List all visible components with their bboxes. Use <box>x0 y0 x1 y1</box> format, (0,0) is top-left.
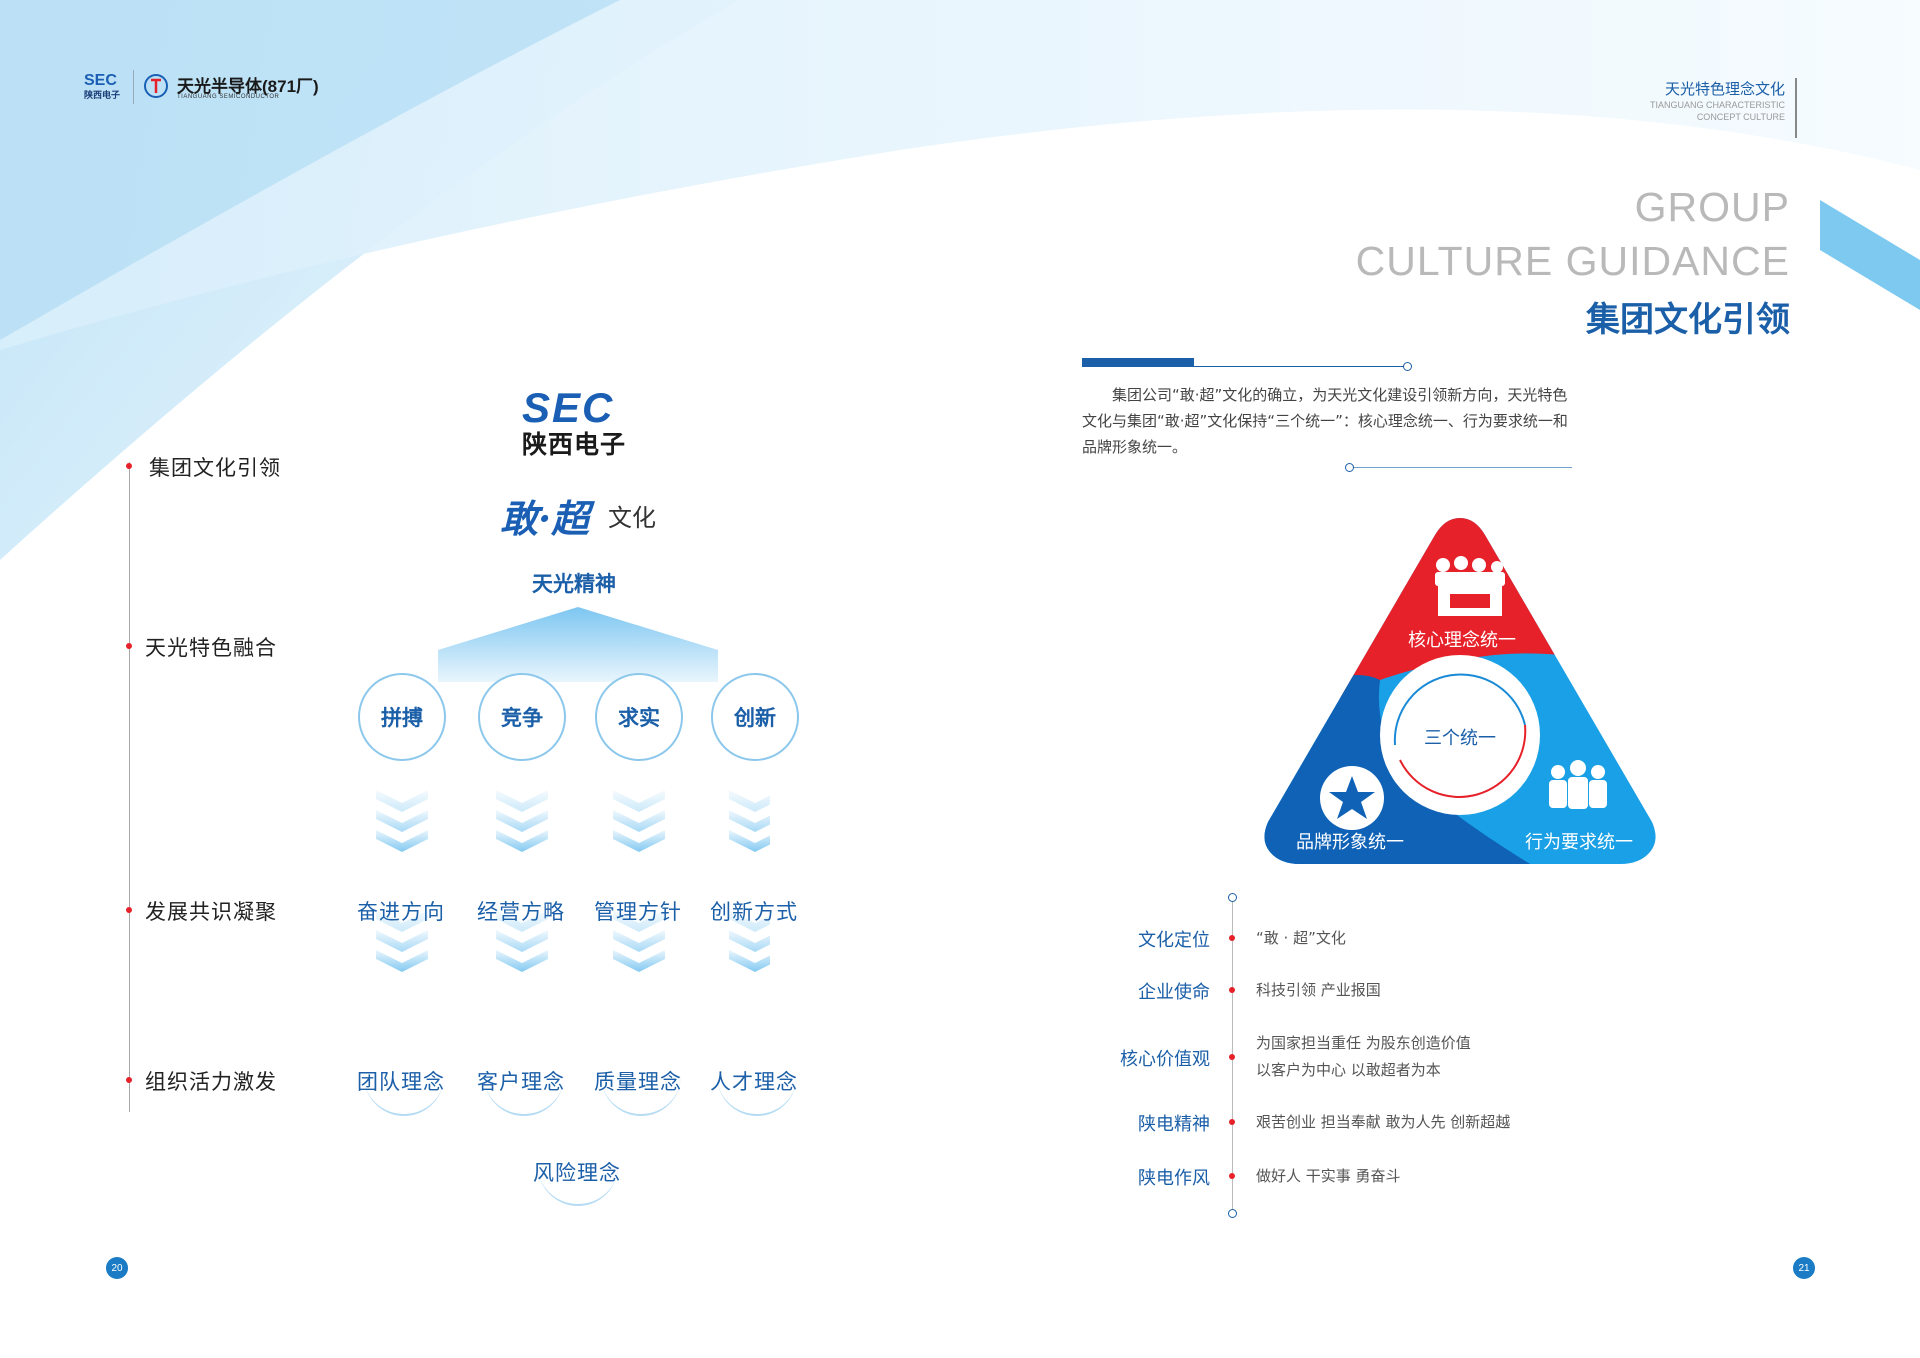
concept-arc <box>364 1036 444 1116</box>
sec-mini-text: SEC <box>84 72 117 89</box>
intro-bottom-line <box>1352 467 1572 468</box>
timeline-label: 集团文化引领 <box>149 456 281 480</box>
gan-chao-suffix: 文化 <box>608 504 656 532</box>
sec-logo-cn: 陕西电子 <box>522 430 627 459</box>
intro-bar-line <box>1194 366 1406 367</box>
page-number-left: 20 <box>106 1257 128 1279</box>
header-separator <box>133 70 134 104</box>
sec-mini-cn: 陕西电子 <box>84 90 121 100</box>
heading-cn: 集团文化引领 <box>1586 300 1790 340</box>
gan-chao-calligraphy: 敢·超 <box>500 496 590 541</box>
timeline-label: 发展共识凝聚 <box>145 900 277 924</box>
concept-arc <box>538 1126 618 1206</box>
timeline-dot <box>126 643 132 649</box>
company-name: 天光半导体(871厂) <box>177 77 319 96</box>
culture-value: 以客户为中心 以敢超者为本 <box>1256 1061 1441 1079</box>
timeline-label: 组织活力激发 <box>145 1070 277 1094</box>
concept-item: 客户理念 <box>477 1070 565 1094</box>
triangle-left-label: 品牌形象统一 <box>1296 832 1404 853</box>
culture-key: 陕电作风 <box>1138 1168 1210 1189</box>
culture-value: 艰苦创业 担当奉献 敢为人先 创新超越 <box>1256 1113 1511 1131</box>
section-en: TIANGUANG CHARACTERISTIC CONCEPT CULTURE <box>1625 99 1785 123</box>
sec-logo: SEC <box>522 384 615 431</box>
timeline-dot <box>126 463 132 469</box>
timeline-dot <box>126 1077 132 1083</box>
section-en-line2: CONCEPT CULTURE <box>1696 112 1785 122</box>
intro-bar <box>1082 358 1194 367</box>
concept-item: 质量理念 <box>594 1070 682 1094</box>
section-title: 天光特色理念文化 <box>1664 80 1785 98</box>
culture-key: 陕电精神 <box>1138 1114 1210 1135</box>
timeline-label: 天光特色融合 <box>145 636 277 660</box>
triangle-top-label: 核心理念统一 <box>1408 630 1516 651</box>
culture-list-top-dot <box>1228 893 1237 902</box>
concept-arc <box>717 1036 797 1116</box>
star-icon <box>1329 776 1375 819</box>
timeline-dot <box>126 907 132 913</box>
heading-en-line1: GROUP <box>1634 184 1790 230</box>
concept-item-last: 风险理念 <box>533 1161 621 1185</box>
culture-value: “敢 · 超”文化 <box>1256 929 1346 947</box>
section-title-bar <box>1795 78 1797 138</box>
three-unity-diagram <box>1264 518 1656 864</box>
triangle-center-label: 三个统一 <box>1424 728 1496 749</box>
spirit-circle: 创新 <box>711 673 799 761</box>
chevron-arrows <box>376 790 770 972</box>
people-icon <box>1549 760 1607 809</box>
concept-arc <box>484 1036 564 1116</box>
intro-bottom-dot <box>1345 463 1354 472</box>
triangle-right-label: 行为要求统一 <box>1525 832 1633 853</box>
culture-dot <box>1229 1173 1235 1179</box>
culture-value: 为国家担当重任 为股东创造价值 <box>1256 1034 1471 1052</box>
culture-dot <box>1229 935 1235 941</box>
heading-en: GROUP CULTURE GUIDANCE <box>1356 180 1790 288</box>
culture-key: 核心价值观 <box>1120 1049 1210 1070</box>
culture-dot <box>1229 1119 1235 1125</box>
culture-value: 科技引领 产业报国 <box>1256 981 1381 999</box>
culture-list-bottom-dot <box>1228 1209 1237 1218</box>
spirit-title: 天光精神 <box>532 572 616 596</box>
company-sub: TIANGUANG SEMICONDUCTOR <box>177 94 280 100</box>
concept-item: 人才理念 <box>710 1070 798 1094</box>
heading-en-line2: CULTURE GUIDANCE <box>1355 238 1790 284</box>
culture-dot <box>1229 987 1235 993</box>
intro-paragraph: 集团公司“敢·超”文化的确立，为天光文化建设引领新方向，天光特色文化与集团“敢·… <box>1082 386 1568 456</box>
section-en-line1: TIANGUANG CHARACTERISTIC <box>1649 100 1785 110</box>
concept-item: 团队理念 <box>357 1070 445 1094</box>
spirit-circle: 求实 <box>595 673 683 761</box>
tianguang-logo-icon <box>144 74 168 98</box>
culture-key: 文化定位 <box>1138 930 1210 951</box>
consensus-item: 创新方式 <box>710 900 798 924</box>
timeline-line <box>129 462 130 1112</box>
culture-dot <box>1229 1054 1235 1060</box>
culture-key: 企业使命 <box>1138 982 1210 1003</box>
chevron-column <box>376 790 428 972</box>
intro-bar-dot <box>1403 362 1412 371</box>
consensus-item: 管理方针 <box>594 900 682 924</box>
spirit-circle: 拼搏 <box>358 673 446 761</box>
page-number-right: 21 <box>1793 1257 1815 1279</box>
spirit-circle: 竞争 <box>478 673 566 761</box>
consensus-item: 经营方略 <box>477 900 565 924</box>
sec-mini-logo: SEC 陕西电子 <box>84 72 121 102</box>
culture-value: 做好人 干实事 勇奋斗 <box>1256 1167 1401 1185</box>
concept-arc <box>601 1036 681 1116</box>
triangle-center-circle <box>1380 655 1540 815</box>
consensus-item: 奋进方向 <box>357 900 445 924</box>
